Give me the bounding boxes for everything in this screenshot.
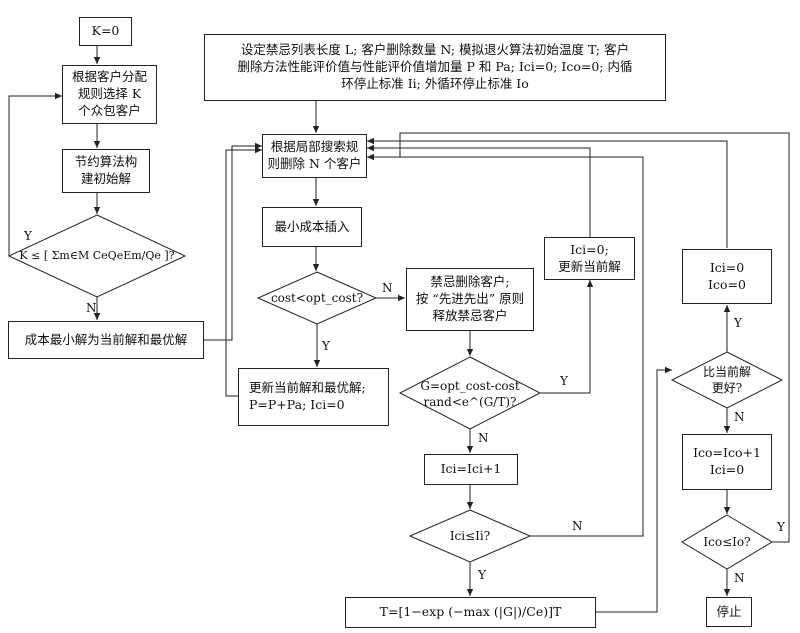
better-check-line2: 更好? — [711, 381, 743, 395]
k-check-no-label: N — [86, 301, 97, 315]
ici-reset-update-box: Ici=0; 更新当前解 — [544, 237, 635, 280]
sa-check-yes-label: Y — [560, 374, 568, 388]
select-customers-line3: 个众包客户 — [78, 102, 141, 118]
local-search-line2: 则删除 N 个客户 — [267, 156, 362, 171]
sa-check-no-label: N — [478, 431, 489, 445]
saving-init-line1: 节约算法构 — [74, 154, 138, 170]
select-customers-line1: 根据客户分配 — [71, 69, 147, 85]
stop-box: 停止 — [706, 597, 752, 627]
min-insert-text: 最小成本插入 — [274, 218, 350, 234]
local-search-box: 根据局部搜索规 则删除 N 个客户 — [262, 134, 367, 178]
better-check-yes-label: Y — [734, 316, 742, 330]
select-customers-box: 根据客户分配 规则选择 K 个众包客户 — [62, 65, 157, 124]
k-check-text: K ≤ [ Σm∈M CeQeEm/Qe ]? — [19, 238, 174, 274]
ico-check-yes-label: Y — [777, 520, 785, 534]
reset-counters-line2: Ico=0 — [708, 276, 746, 292]
min-cost-best-box: 成本最小解为当前解和最优解 — [8, 321, 204, 359]
better-check-no-label: N — [734, 410, 745, 424]
k-init-text: K=0 — [91, 23, 120, 39]
reset-counters-line1: Ici=0 — [709, 259, 745, 275]
sa-check-line2: rand<e^(G/T)? — [423, 395, 517, 409]
stop-text: 停止 — [716, 603, 742, 619]
update-best-line1: 更新当前解和最优解; — [249, 380, 366, 396]
ici-increment-box: Ici=Ici+1 — [424, 454, 518, 485]
better-check-line1: 比当前解 — [702, 364, 751, 379]
ici-reset-update-line1: Ici=0; — [570, 241, 609, 257]
params-line3: 环停止标准 Ii; 外循环停止标准 Io — [341, 75, 529, 91]
ico-check-line1: Ico≤Io? — [703, 534, 751, 549]
sa-check-line1: G=opt_cost-cost — [420, 378, 520, 393]
min-insert-box: 最小成本插入 — [262, 207, 362, 247]
k-init-box: K=0 — [79, 17, 132, 46]
sa-check-text: G=opt_cost-cost rand<e^(G/T)? — [410, 377, 530, 411]
update-best-line2: P=P+Pa; Ici=0 — [249, 397, 345, 412]
ico-increment-box: Ico=Ico+1 Ici=0 — [682, 434, 772, 490]
ico-increment-line1: Ico=Ico+1 — [693, 445, 761, 461]
reset-counters-box: Ici=0 Ico=0 — [682, 249, 772, 304]
local-search-line1: 根据局部搜索规 — [270, 139, 359, 155]
update-best-box: 更新当前解和最优解; P=P+Pa; Ici=0 — [238, 368, 389, 426]
tabu-remove-line3: 释放禁忌客户 — [432, 307, 508, 323]
tabu-remove-line1: 禁忌删除客户; — [430, 274, 510, 290]
ico-check-text: Ico≤Io? — [692, 532, 762, 552]
ico-increment-line2: Ici=0 — [709, 462, 745, 477]
cost-check-line1: cost<opt_cost? — [270, 290, 364, 305]
saving-init-line2: 建初始解 — [80, 171, 131, 186]
temperature-update-text: T=[1−exp (−max (|G|)/Ce)]T — [379, 604, 562, 620]
select-customers-line2: 规则选择 K — [77, 86, 142, 102]
tabu-remove-box: 禁忌删除客户; 按 “先进先出” 原则 释放禁忌客户 — [406, 268, 534, 331]
ici-reset-update-line2: 更新当前解 — [558, 258, 621, 274]
cost-check-text: cost<opt_cost? — [262, 288, 372, 308]
ici-check-text: Ici≤Ii? — [430, 526, 510, 546]
tabu-remove-line2: 按 “先进先出” 原则 — [415, 291, 525, 307]
params-line2: 删除方法性能评价值与性能评价值增加量 P 和 Pa; Ici=0; Ico=0;… — [237, 59, 633, 75]
ici-increment-text: Ici=Ici+1 — [440, 461, 502, 477]
ici-check-line1: Ici≤Ii? — [449, 528, 491, 543]
ici-check-no-label: N — [572, 519, 583, 533]
saving-init-box: 节约算法构 建初始解 — [62, 149, 150, 193]
params-line1: 设定禁忌列表长度 L; 客户删除数量 N; 模拟退火算法初始温度 T; 客户 — [240, 42, 630, 58]
cost-check-no-label: N — [382, 281, 393, 295]
temperature-update-box: T=[1−exp (−max (|G|)/Ce)]T — [345, 597, 596, 628]
ici-check-yes-label: Y — [478, 568, 486, 582]
better-check-text: 比当前解 更好? — [690, 364, 764, 396]
ico-check-no-label: N — [734, 571, 745, 585]
min-cost-best-text: 成本最小解为当前解和最优解 — [24, 331, 188, 347]
k-check-yes-label: Y — [24, 229, 32, 243]
cost-check-yes-label: Y — [322, 339, 330, 353]
params-box: 设定禁忌列表长度 L; 客户删除数量 N; 模拟退火算法初始温度 T; 客户 删… — [204, 34, 666, 101]
k-check-line1: K ≤ [ Σm∈M CeQeEm/Qe ]? — [19, 248, 175, 262]
